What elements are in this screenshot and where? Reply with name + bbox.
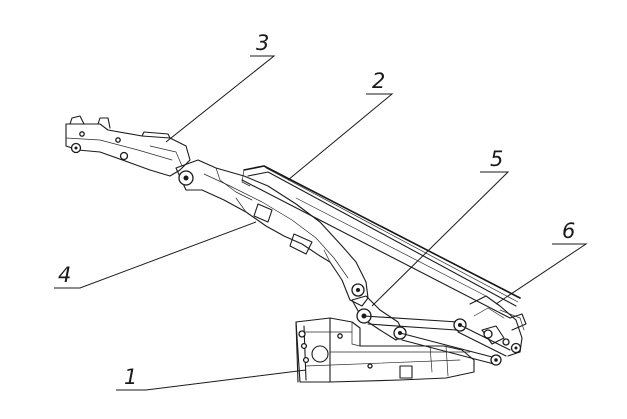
leader-4 xyxy=(54,221,257,289)
callout-label-1: 1 xyxy=(124,365,137,389)
part-2-rail xyxy=(241,165,527,331)
callout-label-5: 5 xyxy=(490,147,503,171)
leader-1 xyxy=(116,369,307,391)
callout-label-3: 3 xyxy=(256,31,269,55)
callout-label-4: 4 xyxy=(58,263,71,287)
callout-leaders xyxy=(54,55,588,391)
part-4-boom-arm xyxy=(175,159,369,307)
callout-label-2: 2 xyxy=(372,69,385,93)
leader-6 xyxy=(495,243,588,305)
part-1-base-frame xyxy=(295,317,475,383)
part-5-lever xyxy=(351,295,467,341)
leader-3 xyxy=(165,55,276,143)
part-3-head-bracket xyxy=(65,115,191,177)
callout-label-6: 6 xyxy=(562,219,575,243)
leader-5 xyxy=(371,171,510,307)
leader-2 xyxy=(287,93,394,181)
callout-labels: 3 2 5 6 4 1 xyxy=(58,31,575,389)
